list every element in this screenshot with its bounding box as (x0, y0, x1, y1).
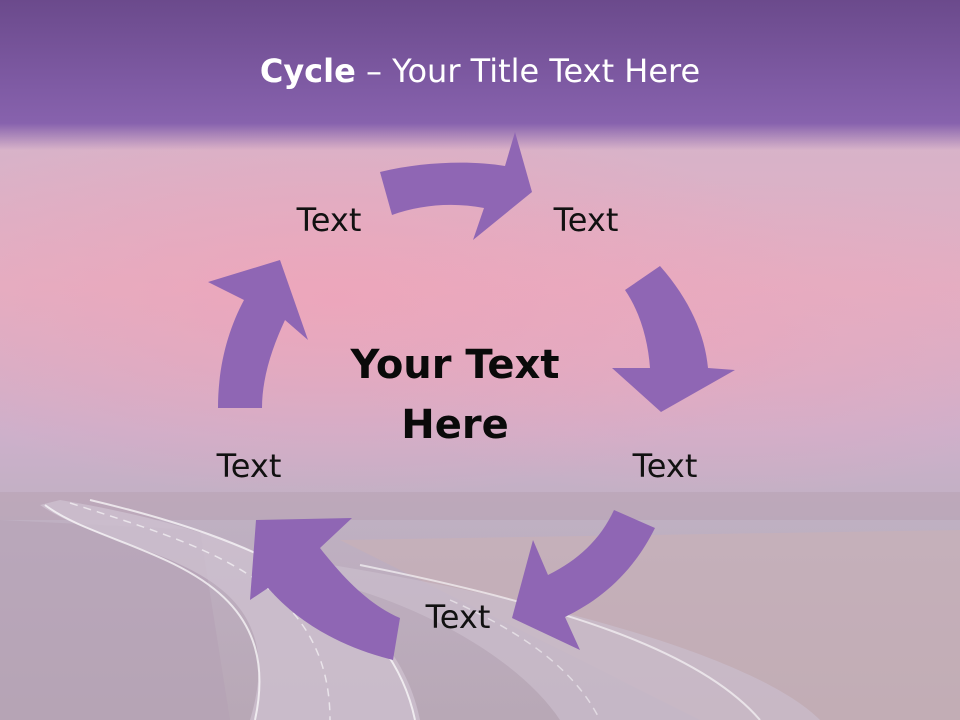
cycle-arrow-1 (380, 132, 532, 240)
title-rest: – Your Title Text Here (355, 52, 701, 90)
cycle-arrow-4 (250, 518, 400, 660)
center-text-line2: Here (401, 402, 509, 448)
cycle-arrow-2 (612, 266, 735, 412)
cycle-arrow-3 (512, 510, 655, 650)
cycle-arrow-5 (208, 260, 308, 408)
center-text: Your Text Here (325, 335, 585, 455)
node-label-right: Text (632, 447, 698, 485)
slide-title: Cycle – Your Title Text Here (0, 52, 960, 90)
title-bold: Cycle (259, 52, 356, 90)
title-bar (0, 0, 960, 150)
node-label-top-left: Text (296, 201, 362, 239)
center-text-line1: Your Text (350, 342, 560, 388)
node-label-top-right: Text (553, 201, 619, 239)
node-label-bottom: Text (425, 598, 491, 636)
node-label-left: Text (216, 447, 282, 485)
